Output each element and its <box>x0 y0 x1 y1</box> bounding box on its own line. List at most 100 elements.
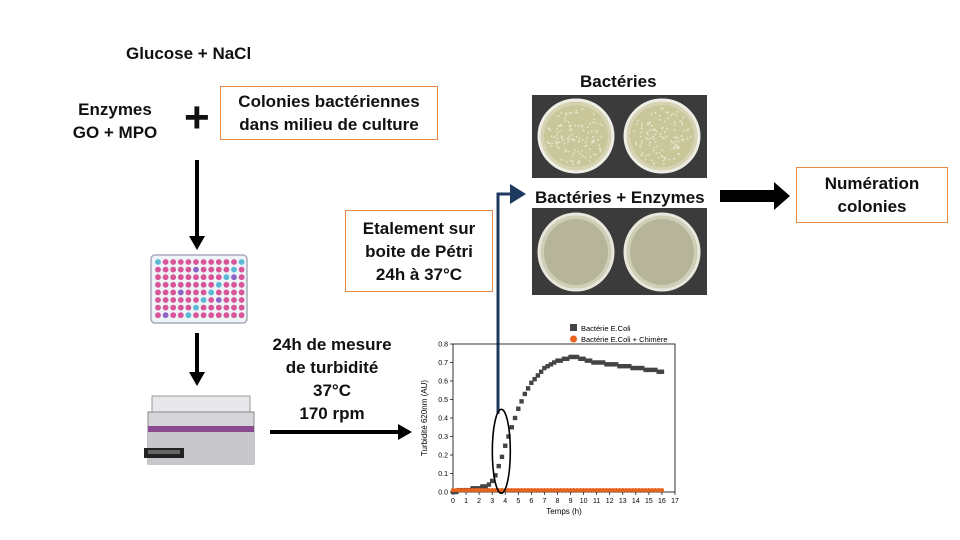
colony-dot <box>648 129 651 132</box>
data-point-ecoli <box>499 454 505 460</box>
colony-dot <box>564 117 567 120</box>
colony-dot <box>599 147 601 150</box>
colony-dot <box>648 154 650 156</box>
data-point-chimere <box>578 488 583 493</box>
colony-dot <box>570 128 573 131</box>
colony-dot <box>567 138 570 140</box>
colony-dot <box>633 130 636 132</box>
turbidity-conditions-label: 24h de mesure de turbidité 37°C 170 rpm <box>272 335 392 423</box>
colony-dot <box>646 122 649 125</box>
colony-dot <box>640 131 643 134</box>
well <box>215 312 222 319</box>
colony-dot <box>674 147 676 150</box>
colony-dot <box>652 128 654 131</box>
colony-dot <box>663 120 666 123</box>
bacteria-enzymes-plates-photo <box>532 208 707 295</box>
colony-dot <box>653 138 655 140</box>
data-point-chimere <box>522 488 527 493</box>
data-point-ecoli <box>646 367 652 373</box>
data-point-chimere <box>542 488 547 493</box>
data-point-chimere <box>617 488 622 493</box>
colony-dot <box>680 135 683 137</box>
data-point-ecoli <box>649 367 655 373</box>
data-point-chimere <box>627 488 632 493</box>
well <box>238 281 245 288</box>
data-point-ecoli <box>535 373 541 378</box>
data-point-chimere <box>532 488 537 493</box>
y-tick-label: 0.4 <box>438 416 448 423</box>
colony-dot <box>584 156 587 159</box>
well <box>177 274 184 281</box>
highlight-ellipse <box>491 408 512 495</box>
colony-dot <box>676 110 679 113</box>
arrow-down-1 <box>189 160 205 250</box>
colony-dot <box>665 111 668 114</box>
data-point-ecoli <box>489 478 495 484</box>
well <box>193 274 199 281</box>
well <box>185 312 192 319</box>
colony-dot <box>654 133 657 136</box>
colony-dot <box>592 121 595 124</box>
data-point-ecoli <box>574 354 580 360</box>
colony-dot <box>581 155 584 157</box>
colony-dot <box>646 138 649 141</box>
data-point-ecoli <box>653 367 658 373</box>
colony-dot <box>586 136 589 139</box>
well <box>223 259 230 265</box>
well <box>223 274 230 281</box>
well <box>193 259 199 265</box>
data-point-chimere <box>535 488 540 493</box>
well <box>162 297 169 303</box>
colony-dot <box>569 124 572 127</box>
colony-dot <box>560 124 563 127</box>
colony-dot <box>555 134 558 137</box>
colony-dot <box>561 139 564 142</box>
data-point-ecoli <box>529 380 534 386</box>
colony-dot <box>653 146 656 149</box>
bacteria-plates-photo <box>532 95 707 178</box>
colony-dot <box>568 111 571 114</box>
colony-dot <box>677 140 680 143</box>
colony-dot <box>556 127 559 130</box>
data-point-chimere <box>512 488 518 493</box>
colony-dot <box>636 123 638 126</box>
colony-dot <box>571 160 574 163</box>
well <box>162 259 169 265</box>
data-point-chimere <box>636 488 642 493</box>
colony-dot <box>660 108 663 110</box>
well <box>215 297 222 303</box>
colony-dot <box>645 154 648 157</box>
data-point-ecoli <box>594 360 599 365</box>
colony-dot <box>686 137 689 140</box>
colony-dot <box>571 155 574 157</box>
data-point-ecoli <box>659 369 665 374</box>
well <box>223 281 230 288</box>
data-point-chimere <box>584 488 589 493</box>
colony-dot <box>564 148 567 151</box>
colony-dot <box>683 129 685 132</box>
data-point-ecoli <box>584 358 590 363</box>
colony-dot <box>564 120 567 123</box>
colony-dot <box>569 129 571 131</box>
x-tick-label: 15 <box>645 498 653 505</box>
colony-dot <box>678 146 680 149</box>
colony-dot <box>567 140 570 143</box>
data-point-chimere <box>604 488 609 493</box>
x-tick-label: 0 <box>451 498 455 505</box>
colony-dot <box>565 113 568 116</box>
well <box>208 274 215 281</box>
colony-dot <box>674 124 676 126</box>
colony-dot <box>567 121 570 124</box>
colony-dot <box>649 137 652 140</box>
colony-dot <box>652 135 655 138</box>
data-point-chimere <box>571 488 576 493</box>
colony-dot <box>558 147 560 149</box>
colony-dot <box>560 112 563 115</box>
colony-dot <box>581 108 584 110</box>
data-point-chimere <box>555 488 560 493</box>
colony-dot <box>560 136 563 139</box>
x-tick-label: 8 <box>556 498 560 505</box>
colony-dot <box>644 158 647 161</box>
colony-dot <box>584 145 586 148</box>
